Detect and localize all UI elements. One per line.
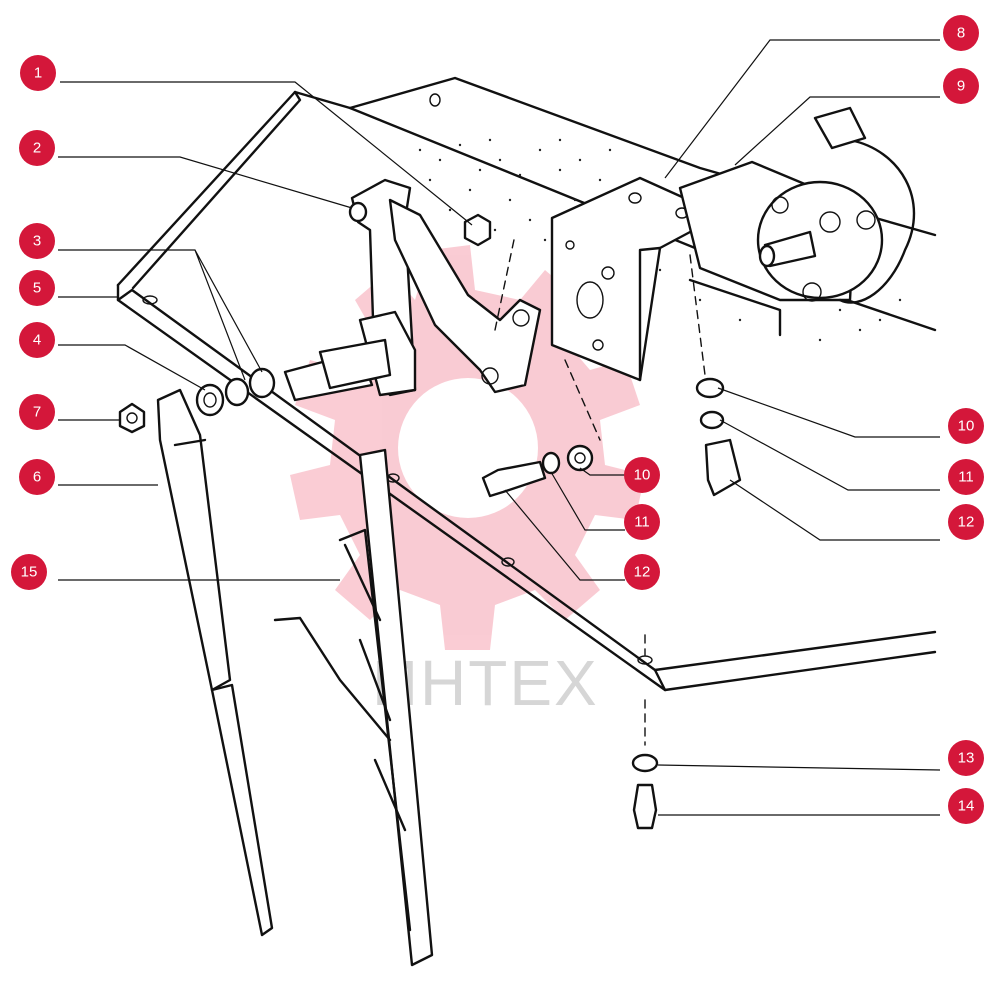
svg-text:6: 6 [33, 469, 41, 486]
callout-badge-14: 14 [948, 788, 984, 824]
callout-badge-10-right: 10 [948, 408, 984, 444]
svg-text:15: 15 [21, 564, 38, 581]
callout-badge-8: 8 [943, 15, 979, 51]
fastener-set-bottom [631, 634, 659, 830]
callout-badge-11-middle: 11 [624, 504, 660, 540]
callout-badge-15: 15 [11, 554, 47, 590]
callout-badge-5: 5 [19, 270, 55, 306]
svg-text:4: 4 [33, 332, 41, 349]
motor-bracket [550, 176, 724, 382]
callout-badge-11-right: 11 [948, 459, 984, 495]
callout-badge-3: 3 [19, 223, 55, 259]
callout-badges: 1 2 3 5 4 7 6 15 8 9 10 11 12 10 11 12 1… [11, 15, 984, 824]
svg-text:8: 8 [957, 25, 965, 42]
callout-badge-12-right: 12 [948, 504, 984, 540]
wiper-motor [678, 106, 916, 304]
svg-text:1: 1 [34, 65, 42, 82]
svg-text:14: 14 [958, 798, 975, 815]
spindle-assembly [118, 338, 392, 434]
svg-text:10: 10 [958, 418, 975, 435]
svg-text:10: 10 [634, 467, 651, 484]
callout-badge-10-middle: 10 [624, 457, 660, 493]
callout-badge-7: 7 [19, 394, 55, 430]
svg-text:3: 3 [33, 233, 41, 250]
svg-text:5: 5 [33, 280, 41, 297]
svg-text:2: 2 [33, 140, 41, 157]
callout-badge-2: 2 [19, 130, 55, 166]
fastener-set-right [689, 254, 742, 497]
svg-text:9: 9 [957, 78, 965, 95]
svg-text:11: 11 [634, 514, 650, 531]
svg-text:7: 7 [33, 404, 41, 421]
callout-badge-4: 4 [19, 322, 55, 358]
svg-text:12: 12 [958, 514, 975, 531]
svg-text:13: 13 [958, 750, 975, 767]
callout-badge-9: 9 [943, 68, 979, 104]
wiper-arm [156, 388, 274, 937]
callout-badge-12-middle: 12 [624, 554, 660, 590]
fastener-set-middle [481, 359, 601, 498]
wiper-linkage [348, 178, 542, 397]
callout-badge-13: 13 [948, 740, 984, 776]
wiper-blade [273, 448, 434, 967]
callout-badge-6: 6 [19, 459, 55, 495]
svg-text:11: 11 [958, 469, 974, 486]
callout-badge-1: 1 [20, 55, 56, 91]
svg-text:12: 12 [634, 564, 651, 581]
leader-lines [58, 39, 941, 816]
